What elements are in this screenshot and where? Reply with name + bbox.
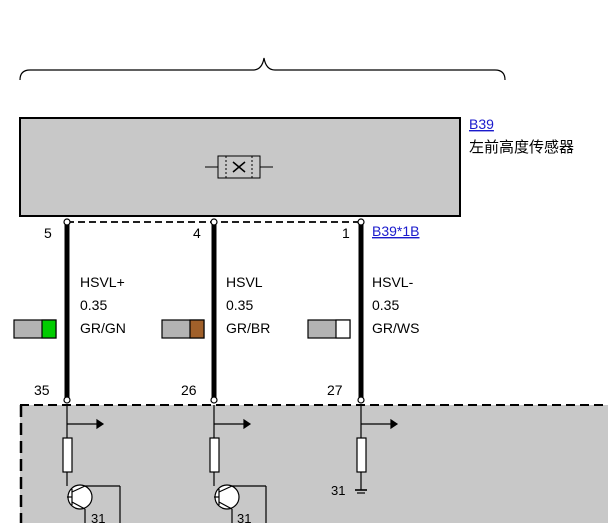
component-id-link[interactable]: B39 (469, 116, 494, 132)
wire-3-color-code: GR/WS (372, 320, 419, 336)
wire-3-pin-top: 1 (342, 225, 350, 241)
wire-3-color-swatch (307, 319, 351, 339)
wire-1-gauge: 0.35 (80, 297, 107, 313)
module-ground-label-1: 31 (91, 511, 105, 523)
sensor-symbol-icon (205, 155, 273, 179)
module-ground-label-3: 31 (331, 483, 345, 498)
wire-2-color-swatch (161, 319, 205, 339)
wire-1-color-swatch (13, 319, 57, 339)
module-circuit-1 (62, 405, 121, 523)
wire-1-pin-bottom: 35 (34, 382, 50, 398)
wire-1-color-code: GR/GN (80, 320, 126, 336)
wire-1-pin-top: 5 (44, 225, 52, 241)
module-circuit-2 (209, 405, 267, 523)
wire-2-signal: HSVL (226, 274, 263, 290)
wire-2-pin-top: 4 (193, 225, 201, 241)
control-module-box (20, 405, 608, 523)
component-brace (19, 57, 506, 81)
wire-3-pin-bottom: 27 (327, 382, 343, 398)
connector-id-link[interactable]: B39*1B (372, 223, 419, 239)
component-name-label: 左前高度传感器 (469, 139, 574, 156)
wire-3-gauge: 0.35 (372, 297, 399, 313)
module-circuit-3 (355, 405, 399, 494)
wire-2-color-code: GR/BR (226, 320, 270, 336)
wire-1 (63, 218, 71, 404)
wire-3-signal: HSVL- (372, 274, 414, 290)
wire-1-signal: HSVL+ (80, 274, 125, 290)
wire-2-gauge: 0.35 (226, 297, 253, 313)
module-ground-label-2: 31 (237, 511, 251, 523)
wire-3 (357, 218, 365, 404)
wire-2-pin-bottom: 26 (181, 382, 197, 398)
wire-2 (210, 218, 218, 404)
